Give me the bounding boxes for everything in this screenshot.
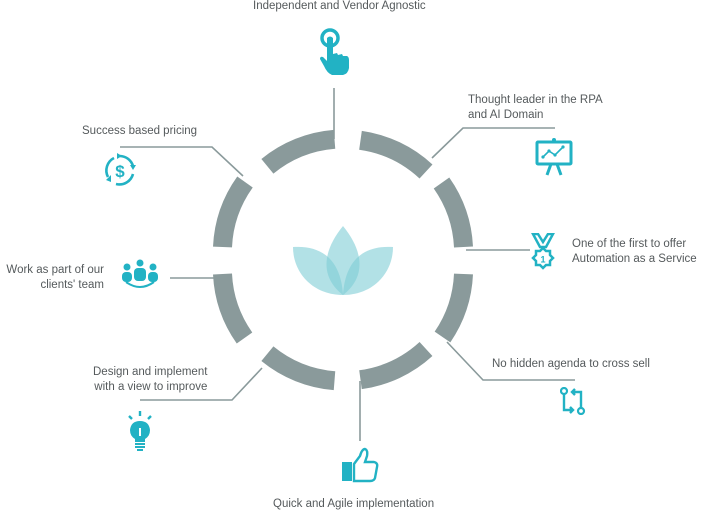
ring-segment — [358, 130, 433, 179]
label-quick-agile: Quick and Agile implementation — [273, 498, 435, 510]
ring-segment — [433, 177, 473, 248]
segmented-ring — [213, 129, 473, 391]
team-group-icon — [122, 259, 158, 288]
ring-segment — [261, 346, 336, 391]
dollar-cycle-icon: $ — [105, 153, 136, 186]
connector-lines — [120, 88, 575, 441]
ring-segment — [261, 129, 336, 174]
label-first-to-offer: One of the first to offer Automation as … — [572, 238, 697, 265]
svg-text:$: $ — [115, 162, 125, 181]
svg-text:1: 1 — [540, 255, 545, 265]
connector-design — [140, 367, 263, 401]
presentation-chart-icon — [535, 138, 573, 176]
ring-segment — [213, 273, 253, 344]
lotus-icon — [293, 226, 393, 295]
connector-thought — [431, 127, 555, 159]
medal-number-one-icon: 1 — [531, 233, 555, 270]
light-bulb-icon — [128, 411, 152, 451]
thumbs-up-icon — [342, 447, 379, 483]
label-success-pricing: Success based pricing — [82, 125, 198, 137]
ring-segment — [434, 273, 473, 343]
label-thought-leader: Thought leader in the RPA and AI Domain — [468, 94, 603, 121]
git-compare-arrows-icon — [560, 387, 586, 415]
ring-segment — [213, 176, 253, 248]
label-vendor-agnostic: Independent and Vendor Agnostic — [253, 0, 426, 12]
label-clients-team: Work as part of our clients' team — [6, 264, 104, 291]
tap-finger-icon — [320, 28, 349, 75]
connector-pricing — [120, 146, 244, 177]
label-no-hidden-agenda: No hidden agenda to cross sell — [492, 358, 650, 370]
ring-segment — [358, 341, 433, 390]
connector-hidden — [446, 341, 575, 381]
label-design-implement: Design and implement with a view to impr… — [93, 366, 208, 393]
